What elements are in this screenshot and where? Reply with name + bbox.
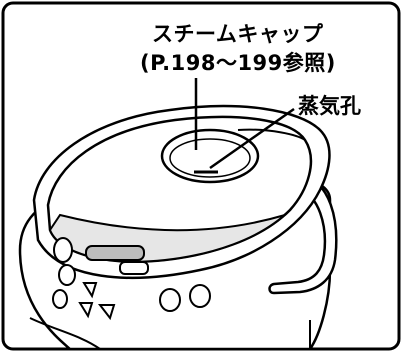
display-window (119, 261, 149, 275)
panel-arrow-1 (82, 282, 98, 299)
steam-cap-label: スチームキャップ (152, 22, 324, 46)
panel-button-5 (189, 284, 211, 308)
panel-button-2 (58, 264, 76, 286)
handle (268, 173, 338, 295)
panel-button-4 (159, 288, 181, 312)
steam-cap-inner (169, 138, 251, 178)
panel-arrow-3 (97, 304, 116, 321)
steam-cap (160, 128, 260, 184)
lid-lip (237, 128, 306, 141)
page-reference-label: (P.198～199参照) (140, 51, 336, 75)
panel-button-1 (53, 237, 73, 263)
body-contour-1 (29, 317, 101, 350)
open-button (85, 245, 145, 261)
panel-arrow-2 (78, 302, 94, 319)
panel-button-3 (52, 289, 68, 309)
steam-vent-label: 蒸気孔 (298, 94, 361, 118)
steam-vent-leader (209, 107, 295, 170)
